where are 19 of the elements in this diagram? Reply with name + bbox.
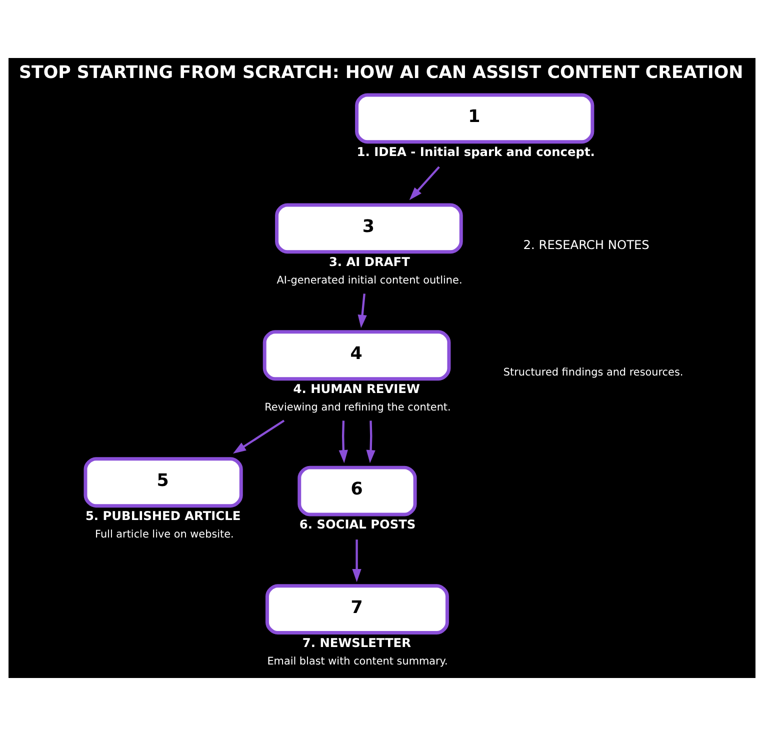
arrow <box>358 293 367 328</box>
node-label: 5. PUBLISHED ARTICLE <box>85 508 241 522</box>
node-label: Email blast with content summary. <box>267 655 448 668</box>
arrow <box>338 420 348 463</box>
node-label: 3. AI DRAFT <box>328 254 410 268</box>
arrow <box>232 419 285 454</box>
node-label: 7. NEWSLETTER <box>302 635 411 650</box>
node-label: 4. HUMAN REVIEW <box>293 381 420 396</box>
node-label: Reviewing and refining the content. <box>264 401 451 414</box>
node-label: 6. SOCIAL POSTS <box>299 517 416 532</box>
arrow <box>352 539 362 582</box>
arrow <box>366 420 376 463</box>
arrow <box>409 166 440 200</box>
diagram-title: STOP STARTING FROM SCRATCH: HOW AI CAN ASSIST CONTENT CREATION <box>18 62 744 82</box>
node-label: Full article live on website. <box>95 528 234 540</box>
node-label: AI-generated initial content outline. <box>276 274 462 286</box>
node-label: 1. IDEA - Initial spark and concept. <box>356 144 595 158</box>
label: Structured findings and resources. <box>503 366 684 378</box>
label: 2. RESEARCH NOTES <box>523 238 650 252</box>
